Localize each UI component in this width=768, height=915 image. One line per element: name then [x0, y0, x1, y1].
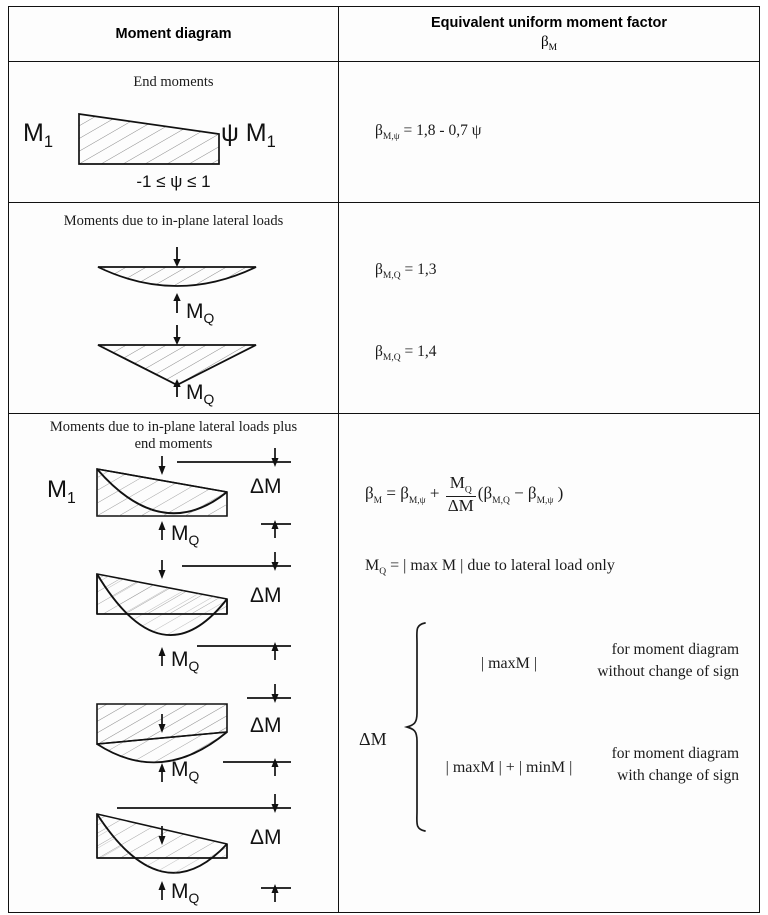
table-row: Moments due to in-plane lateral loads [8, 201, 760, 414]
label-delta-m-combo4: ΔM [250, 825, 282, 849]
label-mq-combo1: MQ [171, 521, 200, 548]
label-m1-left: M1 [23, 118, 54, 151]
end-moments-formula-canvas: βM,ψ = 1,8 - 0,7 ψ [339, 62, 759, 202]
formula-beta-mq-14: βM,Q = 1,4 [375, 342, 437, 363]
lateral-loads-formula-canvas: βM,Q = 1,3 βM,Q = 1,4 [339, 203, 759, 413]
label-mq-udl: MQ [186, 299, 215, 326]
table-row: Moments due to in-plane lateral loads pl… [8, 412, 760, 913]
delta-m-case-2-value: | maxM | + | minM | [445, 758, 573, 776]
combined-caption: Moments due to in-plane lateral loads pl… [49, 418, 298, 453]
label-delta-m-combo3: ΔM [250, 713, 282, 737]
delta-m-case-2-condition: for moment diagram with change of sign [611, 744, 739, 785]
header-moment-diagram-label: Moment diagram [115, 25, 232, 42]
header-equivalent-factor-label: Equivalent uniform moment factor [430, 15, 668, 31]
label-m1-combo1: M1 [47, 475, 76, 507]
lateral-loads-canvas: Moments due to in-plane lateral loads [9, 203, 338, 413]
point-load-triangle-diagram [97, 324, 257, 397]
udl-parabola-diagram [97, 246, 257, 313]
formula-beta-m-psi: βM,ψ = 1,8 - 0,7 ψ [375, 121, 482, 142]
delta-m-case-label: ΔM [359, 728, 387, 749]
combo-1-shape [96, 447, 291, 540]
fraction-denominator: ΔM [445, 496, 476, 516]
cell-end-moments-diagram: End moments M1 ψ M1 -1 ≤ [8, 60, 339, 203]
header-equivalent-factor: Equivalent uniform moment factor βM [338, 6, 760, 62]
end-moments-caption: End moments [133, 73, 214, 90]
label-mq-combo3: MQ [171, 757, 200, 784]
end-moments-canvas: End moments M1 ψ M1 -1 ≤ [9, 62, 338, 202]
label-mq-combo2: MQ [171, 647, 200, 674]
header-moment-diagram: Moment diagram [8, 6, 339, 62]
formula-beta-mq-13: βM,Q = 1,3 [375, 260, 437, 281]
end-moments-trapezoid-diagram [78, 112, 220, 165]
lateral-loads-caption: Moments due to in-plane lateral loads [63, 212, 284, 229]
label-delta-m-combo1: ΔM [250, 474, 282, 498]
fraction-numerator: MQ [449, 472, 472, 496]
combo-2-shape [96, 551, 291, 666]
formula-mq-definition: MQ = | max M | due to lateral load only [365, 556, 615, 577]
label-psi-m1-right: ψ M1 [221, 118, 276, 151]
delta-m-case-1-value: | maxM | [480, 654, 538, 672]
combined-moment-diagrams [96, 447, 291, 902]
header-beta-symbol: βM [540, 33, 558, 53]
combined-canvas: Moments due to in-plane lateral loads pl… [9, 414, 338, 912]
cell-lateral-loads-formula: βM,Q = 1,3 βM,Q = 1,4 [338, 201, 760, 414]
cell-combined-diagram: Moments due to in-plane lateral loads pl… [8, 412, 339, 913]
delta-m-case-1-condition: for moment diagram without change of sig… [597, 640, 739, 681]
label-psi-range: -1 ≤ ψ ≤ 1 [136, 171, 211, 191]
curly-brace-icon [403, 621, 426, 832]
moment-factor-table: Moment diagram Equivalent uniform moment… [8, 6, 760, 913]
cell-end-moments-formula: βM,ψ = 1,8 - 0,7 ψ [338, 60, 760, 203]
label-delta-m-combo2: ΔM [250, 583, 282, 607]
delta-m-cases-block: ΔM | maxM | for moment diagram without c… [359, 619, 739, 879]
table-row: End moments M1 ψ M1 -1 ≤ [8, 60, 760, 203]
combo-4-shape [96, 793, 291, 902]
cell-lateral-loads-diagram: Moments due to in-plane lateral loads [8, 201, 339, 414]
label-mq-combo4: MQ [171, 879, 200, 906]
combo-3-shape [96, 683, 291, 782]
label-mq-triangle: MQ [186, 380, 215, 407]
table-header-row: Moment diagram Equivalent uniform moment… [8, 6, 760, 62]
